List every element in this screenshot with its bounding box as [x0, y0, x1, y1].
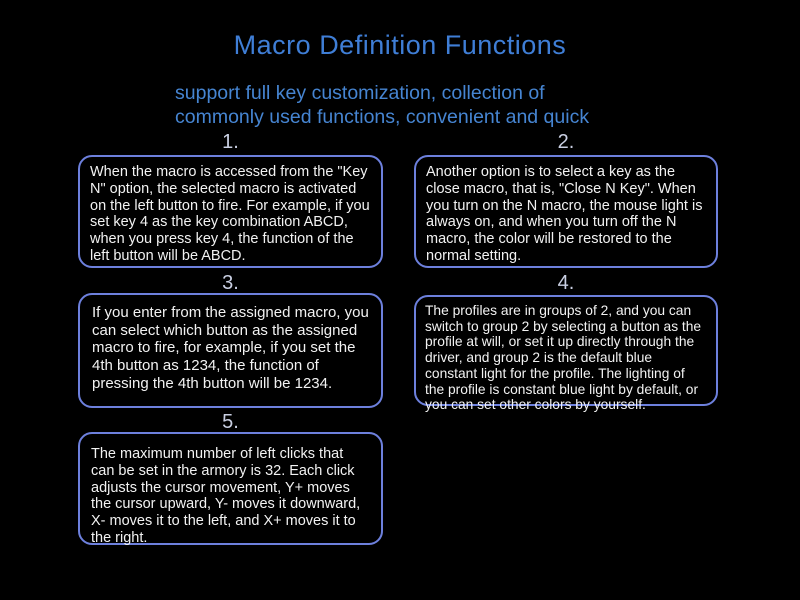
page-title: Macro Definition Functions [233, 30, 567, 60]
section-number-2: 2. [557, 131, 575, 153]
feature-box-left-clicks: The maximum number of left clicks that c… [78, 432, 383, 546]
subtitle: support full key customization, collecti… [175, 81, 589, 129]
feature-box-assigned-macro: If you enter from the assigned macro, yo… [78, 293, 383, 408]
subtitle-line-1: support full key customization, collecti… [175, 82, 545, 104]
section-number-5: 5. [222, 411, 239, 433]
subtitle-line-2: commonly used functions, convenient and … [175, 106, 590, 128]
section-number-1: 1. [222, 131, 239, 153]
section-number-3: 3. [222, 272, 239, 294]
feature-box-close-n-key: Another option is to select a key as the… [414, 155, 718, 268]
feature-box-key-n-macro: When the macro is accessed from the "Key… [78, 155, 383, 268]
feature-box-profiles: The profiles are in groups of 2, and you… [414, 295, 718, 412]
section-number-4: 4. [557, 272, 575, 294]
